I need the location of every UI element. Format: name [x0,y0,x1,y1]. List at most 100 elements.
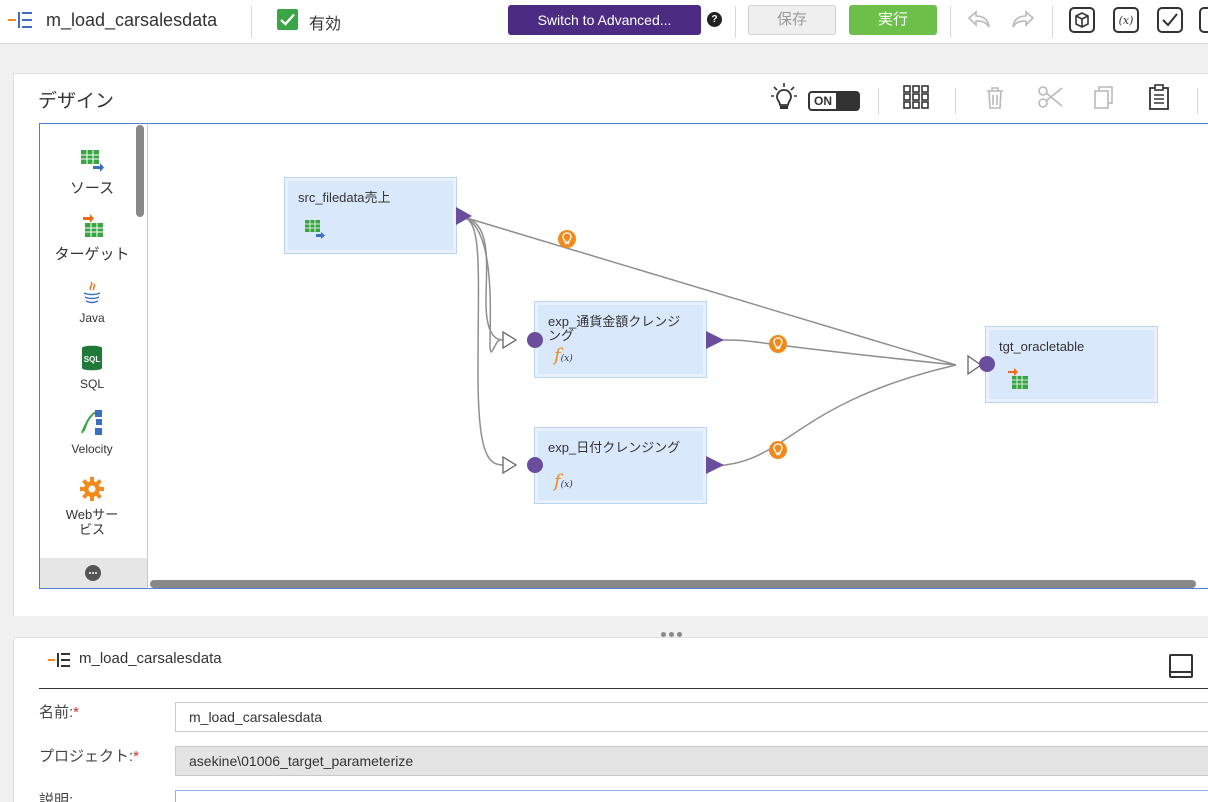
palette-label: Velocity [71,442,113,456]
design-title: デザイン [38,91,115,112]
link-exp2-to-tgt [708,364,957,467]
link-rule-icon[interactable] [768,440,788,460]
palette-item-java[interactable]: Java [40,280,144,325]
description-field[interactable] [175,790,1208,802]
recommendation-toggle[interactable]: ON [808,91,860,111]
paste-icon[interactable] [1145,82,1173,112]
input-port-icon[interactable] [526,331,544,349]
top-toolbar: m_load_carsalesdata 有効 Switch to Advance… [0,0,1208,44]
valid-label: 有効 [309,16,342,33]
web-service-icon [80,477,104,501]
node-label: exp_通貨金額クレンジング [548,314,681,343]
palette-label: ソース [69,180,115,197]
toolbar-divider [950,6,951,38]
undo-icon[interactable] [965,6,993,34]
design-panel: デザイン ON [13,73,1208,616]
cut-icon[interactable] [1036,82,1064,112]
mapping-canvas[interactable]: src_filedata売上 exp_通貨金額クレンジング f(x) exp_日… [147,123,1208,589]
link-rule-icon[interactable] [768,334,788,354]
name-field[interactable]: m_load_carsalesdata [175,702,1208,732]
description-label: 説明: [39,792,74,802]
project-field: asekine\01006_target_parameterize [175,746,1208,776]
package-validate-icon[interactable] [1068,6,1096,34]
copy-icon[interactable] [1090,82,1118,112]
project-label: プロジェクト:* [39,748,140,765]
more-icon[interactable] [85,565,101,581]
palette-label: Java [79,311,105,325]
input-arrow-icon [502,330,518,350]
palette-label: ターゲット [54,246,130,263]
switch-to-advanced-button[interactable]: Switch to Advanced... [508,5,701,35]
mapping-icon [48,653,70,667]
canvas-horizontal-scrollbar[interactable] [150,580,1196,588]
expression-node-currency[interactable]: exp_通貨金額クレンジング f(x) [534,301,707,378]
toolbar-divider [955,88,956,114]
velocity-icon [81,410,102,435]
toolbar-divider [1052,6,1053,38]
delete-icon[interactable] [981,82,1009,112]
panel-resize-handle[interactable] [661,624,685,642]
source-node[interactable]: src_filedata売上 [284,177,457,254]
output-port-icon[interactable] [706,331,724,349]
source-icon [81,150,104,172]
link-exp1-to-tgt [708,339,957,366]
palette-item-web-service[interactable]: Webサービス [40,476,144,537]
palette-footer [40,558,147,588]
toolbar-divider [735,6,736,38]
node-label: tgt_oracletable [999,339,1085,354]
panel-layout-icon[interactable] [1169,654,1193,678]
transformation-palette: ソース ターゲット Java SQL SQL [39,123,147,589]
expression-icon: f(x) [554,345,573,366]
properties-panel: m_load_carsalesdata 名前:* m_load_carsales… [13,637,1208,802]
mapping-icon [8,12,32,28]
palette-item-source[interactable]: ソース [40,148,144,198]
svg-text:SQL: SQL [84,355,101,364]
toolbar-divider [878,88,879,114]
run-button[interactable]: 実行 [849,5,937,35]
link-src-to-tgt [459,215,957,366]
lightbulb-icon[interactable] [770,82,798,112]
more-tools-icon[interactable] [1198,6,1208,34]
input-arrow-icon [502,455,518,475]
help-icon[interactable]: ? [707,12,722,27]
validation-icon[interactable] [1156,6,1184,34]
palette-label: Webサービス [65,507,119,537]
output-port-icon[interactable] [706,456,724,474]
redo-icon[interactable] [1009,6,1037,34]
checkmark-icon [280,13,295,26]
sql-icon: SQL [82,345,102,371]
toggle-knob [836,93,858,109]
link-src-to-exp2 [459,215,504,466]
valid-checkbox[interactable] [277,9,298,30]
source-icon [305,220,325,239]
expression-icon: f(x) [554,471,573,492]
target-icon [83,214,103,237]
input-port-icon[interactable] [978,355,996,373]
link-lines [459,215,983,475]
palette-label: SQL [79,377,104,391]
link-src-to-exp1 [459,215,504,341]
input-port-icon[interactable] [526,456,544,474]
link-rule-icon[interactable] [557,229,577,249]
output-port-icon[interactable] [456,207,472,225]
toggle-label: ON [814,94,832,108]
svg-text:(x): (x) [1119,14,1134,27]
properties-title: m_load_carsalesdata [79,650,222,667]
save-button[interactable]: 保存 [748,5,836,35]
palette-scrollbar[interactable] [136,125,144,217]
input-arrow-icon [967,354,983,376]
target-icon [1008,368,1028,389]
toolbar-divider [1197,88,1198,114]
java-icon [83,281,101,304]
palette-item-target[interactable]: ターゲット [40,214,144,264]
palette-item-velocity[interactable]: Velocity [40,409,144,456]
name-label: 名前:* [39,704,80,721]
divider [39,688,1208,689]
target-node[interactable]: tgt_oracletable [985,326,1158,403]
parameter-icon[interactable]: (x) [1112,6,1140,34]
arrange-grid-icon[interactable] [902,82,930,112]
mapping-name[interactable]: m_load_carsalesdata [46,10,218,30]
expression-node-date[interactable]: exp_日付クレンジング f(x) [534,427,707,504]
node-label: exp_日付クレンジング [548,440,681,455]
palette-item-sql[interactable]: SQL SQL [40,344,144,391]
